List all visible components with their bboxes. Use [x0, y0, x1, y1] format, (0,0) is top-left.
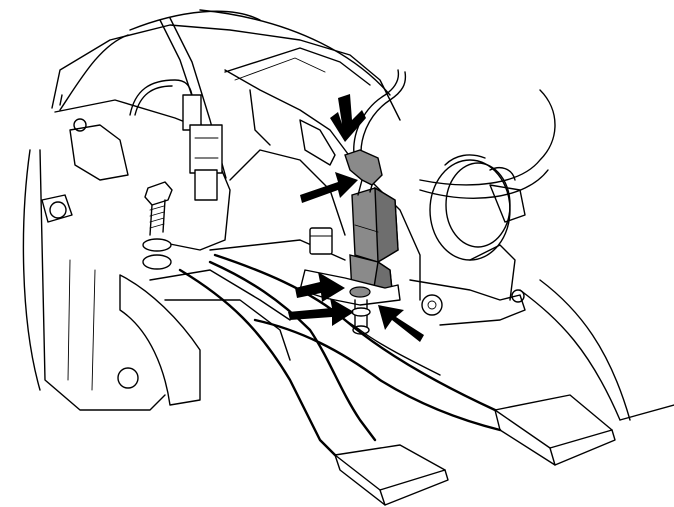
- callout-arrows: [288, 94, 424, 342]
- clutch-pedal-pad: [334, 444, 449, 506]
- right-cable: [519, 279, 674, 421]
- arrow-left-upper: [295, 272, 345, 302]
- brake-pedal-pad: [494, 394, 616, 466]
- left-harness-connector: [129, 79, 223, 201]
- arrow-right: [378, 305, 424, 342]
- brake-booster: [429, 154, 526, 261]
- brake-light-switch: [299, 69, 407, 335]
- arrow-top: [330, 94, 366, 142]
- cables: [59, 9, 556, 199]
- pedal-arms: [117, 253, 502, 457]
- firewall-outline: [22, 24, 401, 391]
- switch-connector-top: [344, 149, 383, 186]
- pivot-clevis: [409, 244, 526, 326]
- bracket-bolt: [142, 181, 173, 270]
- arrow-left-lower: [288, 298, 354, 326]
- pedal-bracket: [209, 69, 421, 301]
- arrow-upper-left: [300, 172, 358, 203]
